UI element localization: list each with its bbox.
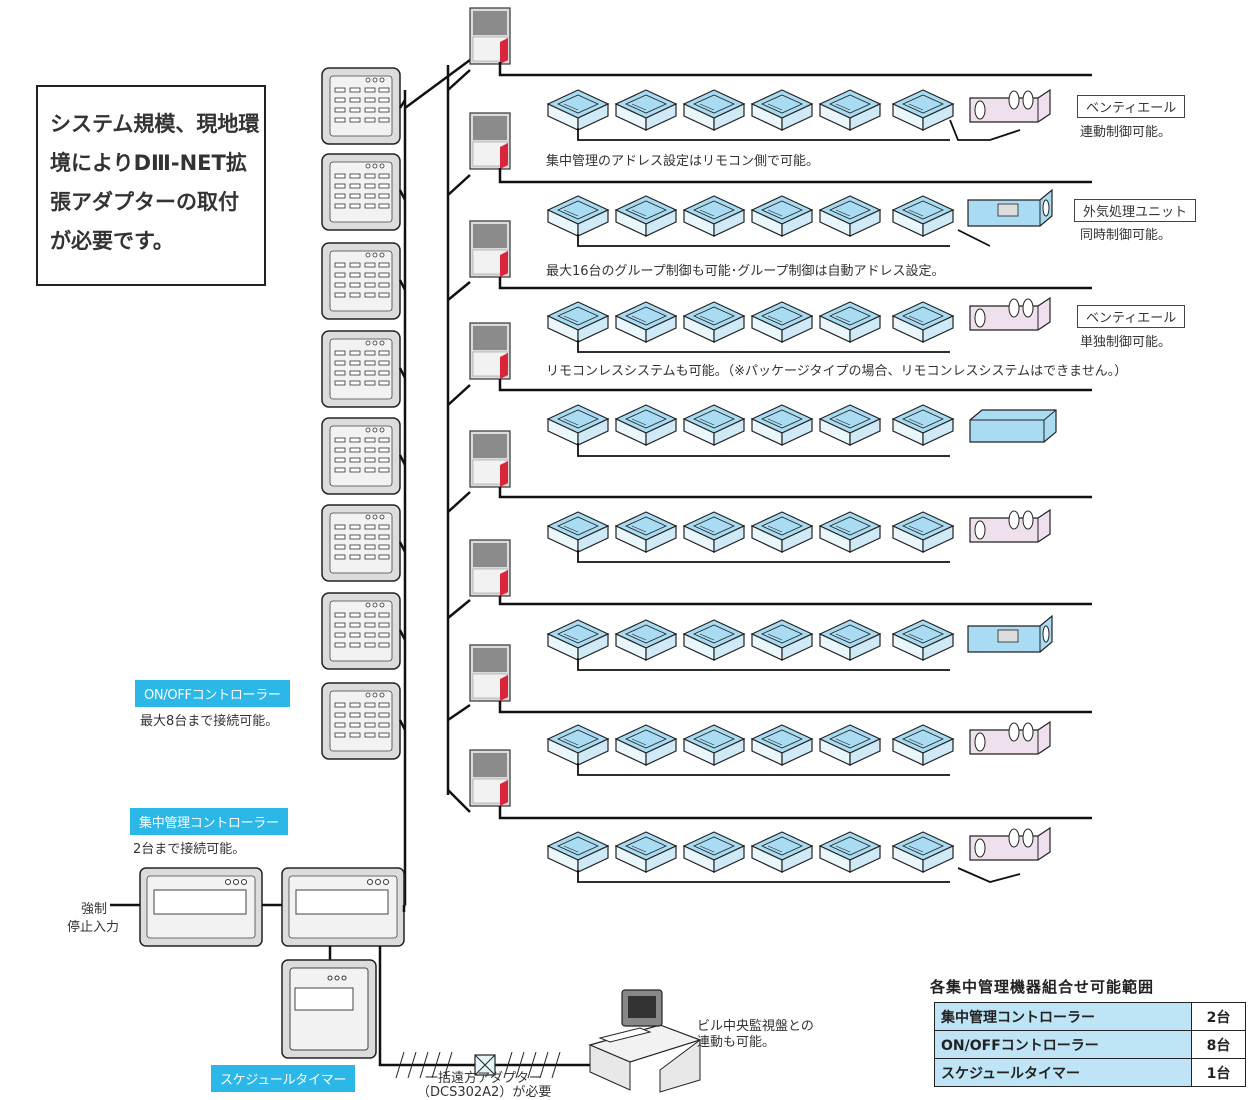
- table-cell-count: 1台: [1191, 1058, 1246, 1087]
- adapter-label-line2: （DCS302A2）が必要: [417, 1085, 552, 1100]
- adapter-label-line1: 一括遠方アダプター: [425, 1071, 543, 1086]
- vertical-wiring: [398, 58, 471, 913]
- central-controller-tag: 集中管理コントローラー: [130, 808, 288, 835]
- table-cell-name: ON/OFFコントローラー: [934, 1030, 1192, 1059]
- computer-icon: [588, 989, 702, 1093]
- note-line: システム規模、現地環: [50, 112, 260, 136]
- unit-wiring: [577, 119, 1021, 883]
- central-controller-icon: [139, 867, 405, 947]
- adapter-hatching: [395, 1051, 561, 1079]
- note-line: 境によりDⅢ-NET拡: [50, 151, 247, 175]
- equipment-desc: 同時制御可能。: [1080, 228, 1172, 243]
- equipment-label: 外気処理ユニット: [1074, 199, 1197, 222]
- row-note: リモコンレスシステムも可能。（※パッケージタイプの場合、リモコンレスシステムはで…: [546, 364, 1128, 379]
- table-title: 各集中管理機器組合せ可能範囲: [930, 978, 1155, 996]
- onoff-controller-tag: ON/OFFコントローラー: [135, 680, 290, 707]
- equipment-desc: 単独制御可能。: [1080, 335, 1172, 350]
- note-line: 張アダプターの取付: [50, 190, 239, 214]
- forced-stop-line2: 停止入力: [67, 920, 120, 935]
- table-row: ON/OFFコントローラー 8台: [934, 1030, 1246, 1059]
- table-cell-name: スケジュールタイマー: [934, 1058, 1192, 1087]
- forced-stop-line1: 強制: [81, 902, 108, 917]
- table-cell-name: 集中管理コントローラー: [934, 1002, 1192, 1031]
- indoor-cassette-icon: [547, 89, 954, 873]
- onoff-controller-desc: 最大8台まで接続可能。: [140, 714, 279, 729]
- table-cell-count: 2台: [1191, 1002, 1246, 1031]
- equipment-label: ベンティエール: [1077, 305, 1186, 328]
- note-box: システム規模、現地環 境によりDⅢ-NET拡 張アダプターの取付 が必要です。: [36, 85, 266, 286]
- equipment-label: ベンティエール: [1077, 95, 1186, 118]
- outdoor-units: [469, 7, 511, 807]
- note-line: が必要です。: [50, 229, 174, 253]
- combination-table: 集中管理コントローラー 2台 ON/OFFコントローラー 8台 スケジュールタイ…: [934, 1002, 1246, 1087]
- schedule-timer-tag: スケジュールタイマー: [211, 1065, 356, 1092]
- row-note: 最大16台のグループ制御も可能･グループ制御は自動アドレス設定。: [546, 264, 945, 279]
- equipment-desc: 連動制御可能。: [1080, 125, 1172, 140]
- building-label-line2: 連動も可能。: [697, 1035, 776, 1050]
- schedule-timer-icon: [281, 959, 377, 1059]
- table-row: スケジュールタイマー 1台: [934, 1058, 1246, 1087]
- ducted-unit-icon: [969, 409, 1057, 443]
- adapter-icon: [474, 1054, 496, 1076]
- table-cell-count: 8台: [1191, 1030, 1246, 1059]
- row-note: 集中管理のアドレス設定はリモコン側で可能。: [546, 154, 820, 169]
- controller-wiring: [398, 99, 407, 731]
- remote-controller-icon: [321, 67, 401, 760]
- table-row: 集中管理コントローラー 2台: [934, 1002, 1246, 1031]
- row-wiring: [447, 62, 1092, 820]
- building-label-line1: ビル中央監視盤との: [697, 1019, 814, 1034]
- central-controller-desc: 2台まで接続可能。: [133, 842, 246, 857]
